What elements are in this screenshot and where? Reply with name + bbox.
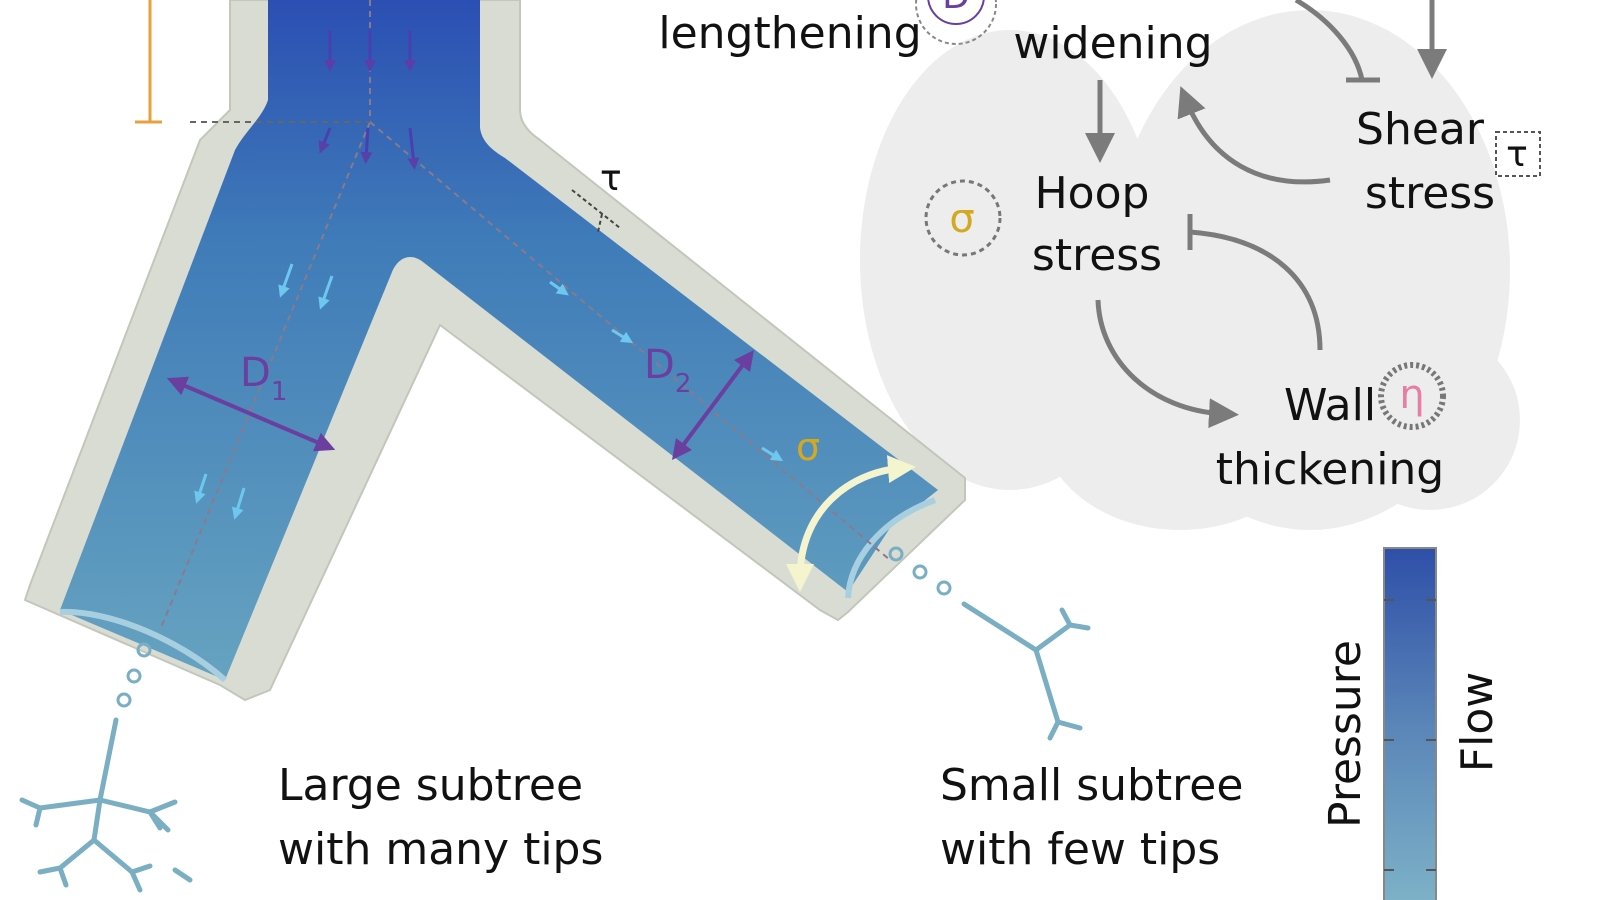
d1-arrow (166, 376, 336, 452)
right-subtree-dots (888, 546, 952, 596)
vessel-lumen (60, 0, 938, 680)
tau-icon-label: τ (1506, 134, 1528, 175)
widening-label: widening (1013, 18, 1212, 69)
feedback-diagram: D σ τ η lengthening widening Shear stres… (658, 0, 1541, 495)
hoop-label-1: Hoop (1035, 168, 1150, 219)
shear-label-2: stress (1365, 168, 1495, 219)
d1-label: D1 (240, 350, 287, 407)
colorbar-fill (1383, 547, 1437, 900)
d2-sub: 2 (675, 369, 692, 399)
left-opening (59, 608, 227, 683)
eta-icon-label: η (1399, 372, 1424, 418)
d2-arrow (672, 349, 754, 461)
d-icon-circle (915, 0, 997, 45)
wall-label-2: thickening (1216, 444, 1444, 495)
hoop-arc (786, 455, 916, 592)
shear-label-1: Shear (1356, 104, 1485, 155)
wall-label-1: Wall (1284, 380, 1376, 431)
sigma-icon-label: σ (949, 196, 974, 242)
inhibit-to-shear (1294, 0, 1365, 81)
shear-marker (571, 189, 621, 233)
d-icon-label: D (942, 0, 970, 17)
flow-label: Flow (1452, 672, 1503, 772)
tau-label-vessel: τ (600, 158, 622, 199)
small-subtree-label-1: Small subtree (940, 760, 1243, 811)
large-subtree-label-1: Large subtree (278, 760, 583, 811)
colorbar: Pressure Flow (1320, 547, 1503, 900)
large-subtree-icon (19, 717, 193, 893)
d2-label: D2 (644, 342, 691, 399)
large-subtree-label-2: with many tips (278, 824, 603, 875)
branch-flow-arrows (194, 263, 784, 520)
small-subtree-icon (961, 601, 1091, 741)
arrow-hoop-to-wall (1095, 299, 1239, 429)
d1-sub: 1 (271, 377, 288, 407)
length-bracket (135, 0, 162, 124)
d-icon-inner (927, 0, 985, 25)
left-subtree-dots (116, 642, 152, 708)
d2-main: D (644, 342, 675, 388)
hoop-label-2: stress (1032, 230, 1162, 281)
small-subtree-label-2: with few tips (940, 824, 1220, 875)
vessel (23, 0, 966, 702)
tau-icon (1495, 131, 1541, 177)
sigma-icon-circle (924, 179, 1002, 257)
inhibit-wall-to-hoop (1189, 229, 1323, 351)
lengthening-label: lengthening (658, 8, 921, 59)
trunk-flow-arrows (318, 30, 420, 170)
d1-main: D (240, 350, 271, 396)
pressure-label: Pressure (1320, 640, 1371, 828)
arrow-shear-to-widening (1177, 86, 1331, 185)
sigma-label-vessel: σ (796, 425, 820, 469)
eta-icon-circle (1378, 362, 1446, 430)
